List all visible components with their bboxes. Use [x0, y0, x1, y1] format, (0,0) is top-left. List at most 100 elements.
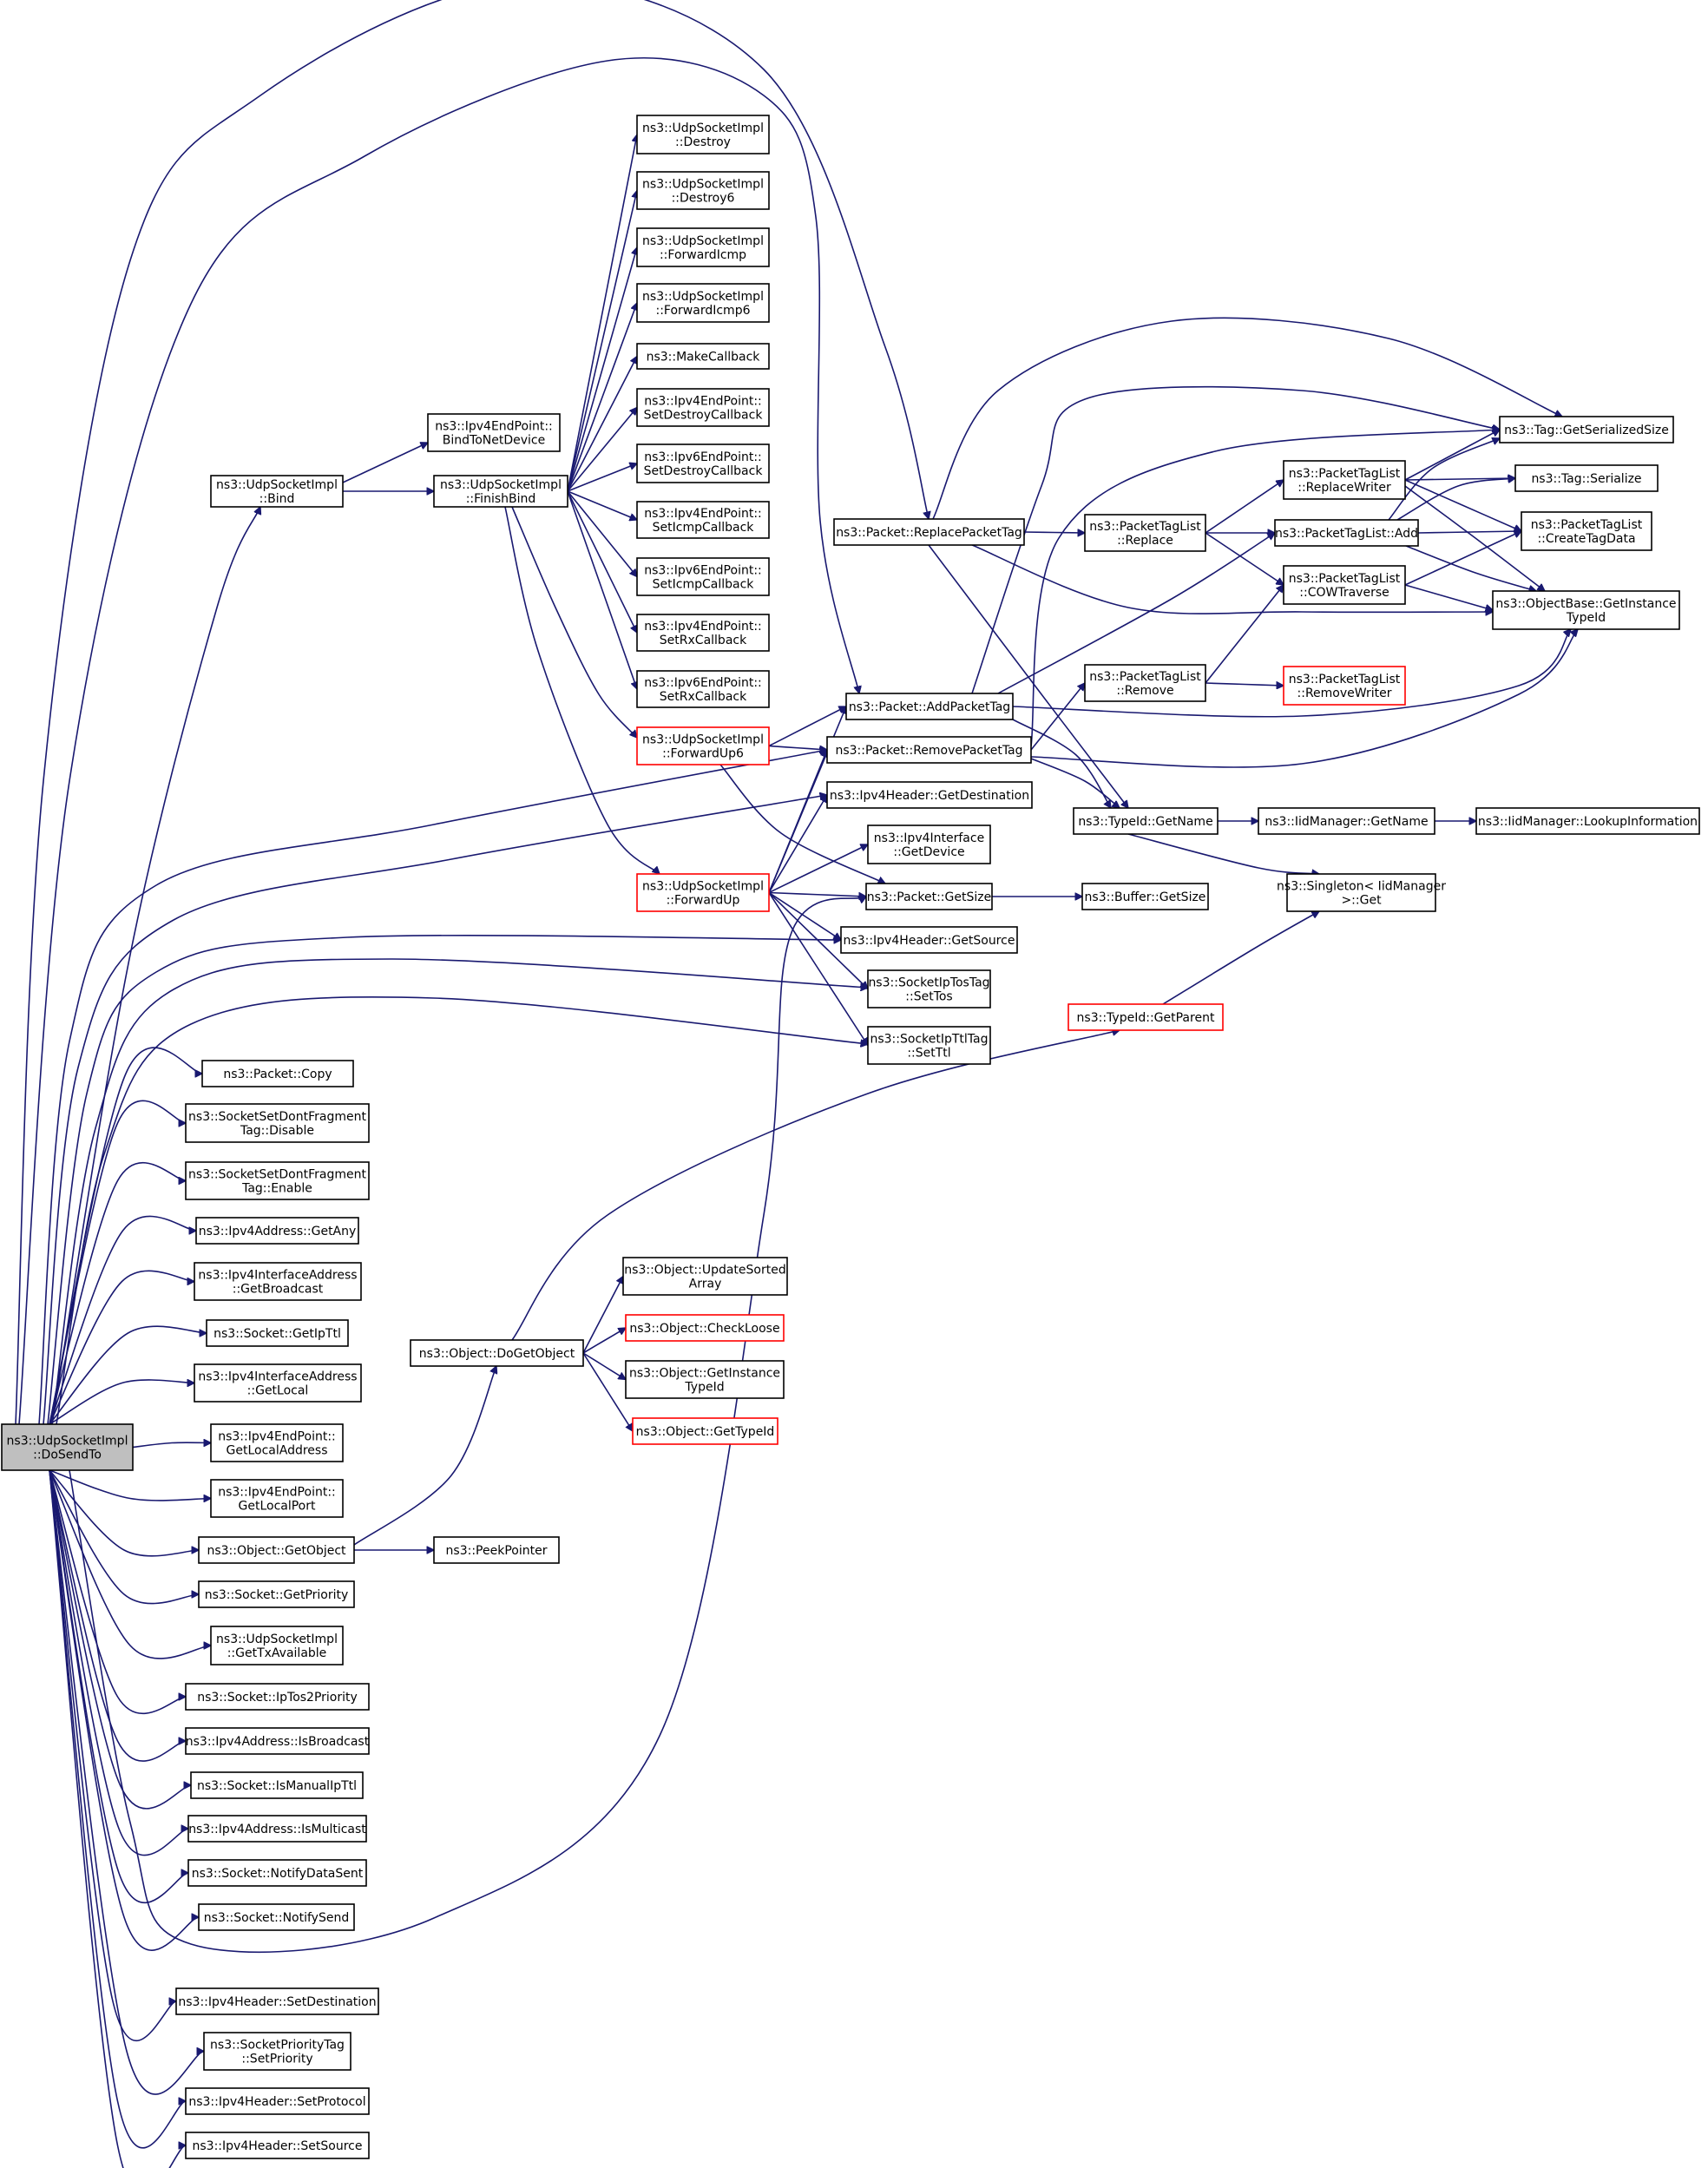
graph-node-iptos2priority[interactable]: ns3::Socket::IpTos2Priority	[185, 1683, 370, 1711]
graph-node-peekpointer[interactable]: ns3::PeekPointer	[433, 1536, 560, 1564]
graph-node-ptl-removewriter[interactable]: ns3::PacketTagList::RemoveWriter	[1283, 666, 1406, 706]
graph-node-typeid-getname[interactable]: ns3::TypeId::GetName	[1073, 807, 1219, 835]
graph-node-bindtonetdevice[interactable]: ns3::Ipv4EndPoint::BindToNetDevice	[427, 413, 561, 452]
graph-node-settos[interactable]: ns3::SocketIpTosTag::SetTos	[867, 969, 991, 1008]
node-box[interactable]	[185, 1103, 370, 1143]
node-box[interactable]	[1499, 416, 1674, 443]
node-box[interactable]	[867, 1026, 991, 1065]
node-box[interactable]	[187, 1859, 367, 1887]
node-box[interactable]	[1084, 514, 1206, 552]
graph-node-destroy6[interactable]: ns3::UdpSocketImpl::Destroy6	[636, 171, 770, 210]
node-box[interactable]	[826, 781, 1033, 809]
graph-node-forwardicmp[interactable]: ns3::UdpSocketImpl::ForwardIcmp	[636, 227, 770, 267]
node-box[interactable]	[198, 1903, 355, 1931]
node-box[interactable]	[1283, 666, 1406, 706]
node-box[interactable]	[433, 1536, 560, 1564]
graph-node-ifaddr-getlocal[interactable]: ns3::Ipv4InterfaceAddress::GetLocal	[194, 1363, 362, 1403]
graph-node-bind[interactable]: ns3::UdpSocketImpl::Bind	[210, 475, 344, 508]
node-box[interactable]	[203, 2032, 351, 2071]
graph-node-hdr-setprotocol[interactable]: ns3::Ipv4Header::SetProtocol	[185, 2087, 370, 2115]
node-box[interactable]	[195, 1217, 359, 1245]
graph-node-typeid-getparent[interactable]: ns3::TypeId::GetParent	[1068, 1003, 1224, 1031]
node-box[interactable]	[1, 1423, 134, 1471]
node-box[interactable]	[636, 283, 770, 323]
graph-node-ep-getlocaladdress[interactable]: ns3::Ipv4EndPoint::GetLocalAddress	[210, 1423, 344, 1462]
node-box[interactable]	[636, 501, 770, 539]
node-box[interactable]	[187, 1815, 367, 1843]
graph-node-ipv6seticmp[interactable]: ns3::Ipv6EndPoint::SetIcmpCallback	[636, 557, 770, 596]
graph-node-ipv6setdestroy[interactable]: ns3::Ipv6EndPoint::SetDestroyCallback	[636, 443, 770, 483]
node-box[interactable]	[867, 969, 991, 1008]
graph-node-dosendto[interactable]: ns3::UdpSocketImpl::DoSendTo	[1, 1423, 134, 1471]
graph-node-ipv4setrx[interactable]: ns3::Ipv4EndPoint::SetRxCallback	[636, 614, 770, 652]
graph-node-packet-copy[interactable]: ns3::Packet::Copy	[201, 1060, 354, 1087]
graph-node-ismanualipttl[interactable]: ns3::Socket::IsManualIpTtl	[190, 1771, 364, 1799]
graph-node-ptl-createtagdata[interactable]: ns3::PacketTagList::CreateTagData	[1521, 511, 1652, 551]
graph-node-forwardup[interactable]: ns3::UdpSocketImpl::ForwardUp	[636, 873, 770, 912]
node-box[interactable]	[194, 1262, 362, 1301]
node-box[interactable]	[210, 1479, 344, 1518]
node-box[interactable]	[1283, 565, 1406, 605]
node-box[interactable]	[1274, 519, 1419, 547]
node-box[interactable]	[210, 475, 344, 508]
graph-node-ipv4seticmp[interactable]: ns3::Ipv4EndPoint::SetIcmpCallback	[636, 501, 770, 539]
graph-node-dogetobject[interactable]: ns3::Object::DoGetObject	[410, 1339, 584, 1367]
node-box[interactable]	[1514, 464, 1659, 492]
node-box[interactable]	[636, 614, 770, 652]
graph-node-object-gettypeid[interactable]: ns3::Object::GetTypeId	[632, 1417, 778, 1445]
graph-node-isbroadcast[interactable]: ns3::Ipv4Address::IsBroadcast	[185, 1727, 370, 1755]
graph-node-ipv4addr-getany[interactable]: ns3::Ipv4Address::GetAny	[195, 1217, 359, 1245]
node-box[interactable]	[206, 1319, 349, 1347]
graph-node-checkloose[interactable]: ns3::Object::CheckLoose	[625, 1314, 785, 1342]
graph-node-getdevice[interactable]: ns3::Ipv4Interface::GetDevice	[867, 824, 991, 864]
graph-node-prio-setpriority[interactable]: ns3::SocketPriorityTag::SetPriority	[203, 2032, 351, 2071]
graph-node-ep-getlocalport[interactable]: ns3::Ipv4EndPoint::GetLocalPort	[210, 1479, 344, 1518]
node-box[interactable]	[1068, 1003, 1224, 1031]
graph-node-getsize[interactable]: ns3::Packet::GetSize	[865, 883, 993, 910]
node-box[interactable]	[185, 1683, 370, 1711]
node-box[interactable]	[636, 873, 770, 912]
graph-node-getsource[interactable]: ns3::Ipv4Header::GetSource	[840, 926, 1018, 954]
node-box[interactable]	[210, 1423, 344, 1462]
node-box[interactable]	[194, 1363, 362, 1403]
graph-node-finishbind[interactable]: ns3::UdpSocketImpl::FinishBind	[433, 475, 568, 508]
graph-node-socket-getipttl[interactable]: ns3::Socket::GetIpTtl	[206, 1319, 349, 1347]
graph-node-ptl-remove[interactable]: ns3::PacketTagList::Remove	[1084, 664, 1206, 702]
graph-node-singleton-get[interactable]: ns3::Singleton< IidManager>::Get	[1277, 873, 1446, 912]
node-box[interactable]	[622, 1257, 788, 1296]
node-box[interactable]	[1283, 460, 1406, 500]
node-box[interactable]	[636, 443, 770, 483]
graph-node-socket-getpriority[interactable]: ns3::Socket::GetPriority	[198, 1580, 355, 1608]
node-box[interactable]	[625, 1314, 785, 1342]
node-box[interactable]	[636, 726, 770, 765]
node-box[interactable]	[1475, 807, 1700, 835]
node-box[interactable]	[433, 475, 568, 508]
node-box[interactable]	[1492, 590, 1680, 630]
graph-node-object-getobject[interactable]: ns3::Object::GetObject	[198, 1536, 355, 1564]
graph-node-forwardup6[interactable]: ns3::UdpSocketImpl::ForwardUp6	[636, 726, 770, 765]
node-box[interactable]	[185, 1161, 370, 1200]
node-box[interactable]	[1521, 511, 1652, 551]
node-box[interactable]	[636, 388, 770, 427]
graph-node-makecallback[interactable]: ns3::MakeCallback	[636, 343, 770, 370]
graph-node-notifydatasent[interactable]: ns3::Socket::NotifyDataSent	[187, 1859, 367, 1887]
node-box[interactable]	[636, 227, 770, 267]
node-box[interactable]	[185, 1727, 370, 1755]
node-box[interactable]	[427, 413, 561, 452]
node-box[interactable]	[636, 115, 770, 154]
node-box[interactable]	[1084, 664, 1206, 702]
graph-node-hdr-setsource[interactable]: ns3::Ipv4Header::SetSource	[185, 2132, 370, 2159]
graph-node-ptl-cowtraverse[interactable]: ns3::PacketTagList::COWTraverse	[1283, 565, 1406, 605]
node-box[interactable]	[201, 1060, 354, 1087]
node-box[interactable]	[632, 1417, 778, 1445]
graph-node-ptl-add[interactable]: ns3::PacketTagList::Add	[1274, 519, 1419, 547]
node-box[interactable]	[636, 171, 770, 210]
graph-node-notifysend[interactable]: ns3::Socket::NotifySend	[198, 1903, 355, 1931]
graph-node-ipv4setdestroy[interactable]: ns3::Ipv4EndPoint::SetDestroyCallback	[636, 388, 770, 427]
node-box[interactable]	[185, 2087, 370, 2115]
node-box[interactable]	[826, 736, 1032, 764]
